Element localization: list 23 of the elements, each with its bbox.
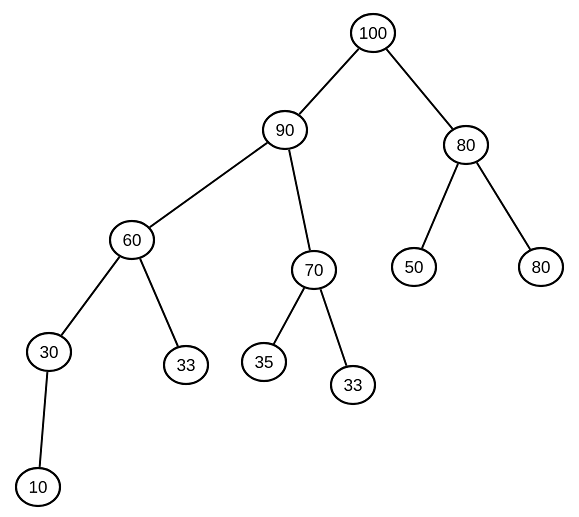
tree-node: 10: [14, 466, 62, 508]
tree-node: 60: [108, 220, 156, 260]
tree-edge: [386, 48, 454, 130]
tree-node: 50: [390, 246, 438, 288]
tree-node: 30: [26, 332, 72, 372]
tree-edge: [149, 142, 268, 228]
tree-edge: [38, 372, 48, 468]
tree-edge: [288, 150, 311, 250]
tree-node: 80: [518, 246, 564, 288]
tree-edge: [298, 48, 360, 115]
tree-node: 33: [330, 364, 376, 406]
tree-node: 33: [162, 344, 210, 386]
tree-node: 70: [290, 250, 338, 290]
tree-edge: [60, 256, 120, 336]
tree-edge: [421, 163, 459, 249]
tree-edge: [476, 162, 531, 250]
tree-node: 80: [442, 124, 490, 166]
tree-node: 100: [350, 12, 396, 54]
tree-node: 90: [262, 110, 308, 150]
tree-edge: [273, 288, 306, 344]
tree-edge: [139, 258, 179, 347]
tree-edge: [320, 288, 348, 366]
tree-node: 35: [240, 342, 288, 382]
